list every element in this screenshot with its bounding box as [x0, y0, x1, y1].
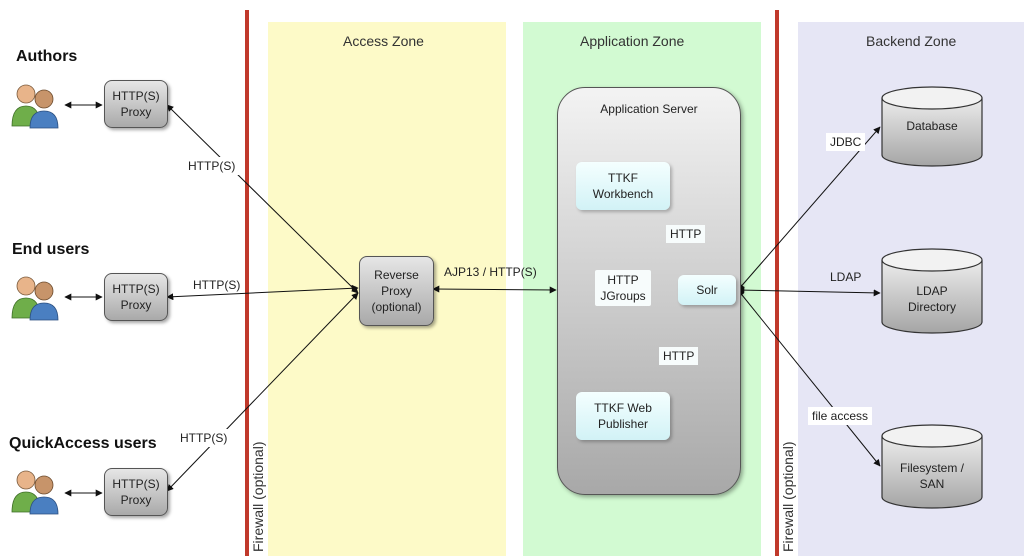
- solr-label: Solr: [696, 283, 718, 297]
- publisher-line1: TTKF Web: [594, 401, 652, 415]
- quickaccess-http-label: HTTP(S): [176, 429, 232, 447]
- solr: Solr: [678, 275, 736, 305]
- proxy-label-line1: HTTP(S): [112, 477, 160, 491]
- quickaccess-reverse-link: [166, 292, 359, 492]
- quickaccess-title: QuickAccess users: [9, 435, 157, 452]
- proxy-label-line1: HTTP(S): [112, 282, 160, 296]
- file-access-label: file access: [808, 407, 873, 425]
- end-users-proxy: HTTP(S) Proxy: [104, 273, 168, 321]
- filesystem-line1: Filesystem /: [899, 461, 964, 475]
- ldap-link: [737, 286, 881, 297]
- jgroups-line1: HTTP: [607, 273, 639, 287]
- authors-users-icon: [11, 84, 59, 129]
- backend-zone-title: Backend Zone: [866, 33, 957, 49]
- authors-title: Authors: [16, 48, 78, 65]
- proxy-label-line2: Proxy: [120, 105, 152, 119]
- workbench-line2: Workbench: [592, 187, 654, 201]
- jgroups-line2: JGroups: [600, 289, 646, 303]
- application-server-title: Application Server: [600, 102, 698, 116]
- reverse-proxy-line2: Proxy: [381, 284, 412, 298]
- access-zone-title: Access Zone: [343, 33, 424, 49]
- proxy-label-line2: Proxy: [120, 493, 152, 507]
- ldap-directory-label: LDAP Directory: [882, 283, 982, 315]
- file-link: [737, 289, 881, 467]
- filesystem-label: Filesystem / SAN: [882, 460, 982, 492]
- authors-http-label: HTTP(S): [184, 157, 240, 175]
- ldap-label: LDAP: [830, 270, 862, 284]
- quickaccess-users-icon: [11, 470, 59, 515]
- application-zone-title: Application Zone: [580, 33, 685, 49]
- ldap-line1: LDAP: [916, 284, 948, 298]
- publisher-line2: Publisher: [597, 417, 648, 431]
- reverse-proxy-line3: (optional): [371, 300, 422, 314]
- ldap-line2: Directory: [907, 300, 956, 314]
- jdbc-label: JDBC: [826, 133, 866, 151]
- end-users-title: End users: [12, 241, 90, 258]
- endusers-http-label: HTTP(S): [193, 278, 241, 292]
- proxy-label-line2: Proxy: [120, 298, 152, 312]
- http-top-label: HTTP: [666, 225, 706, 243]
- jdbc-link: [737, 126, 881, 291]
- quickaccess-proxy: HTTP(S) Proxy: [104, 468, 168, 516]
- jgroups-label: HTTP JGroups: [595, 270, 651, 306]
- filesystem-line2: SAN: [919, 477, 945, 491]
- database-label: Database: [906, 119, 958, 133]
- reverse-proxy-line1: Reverse: [374, 268, 419, 282]
- authors-reverse-link: [166, 104, 359, 294]
- proxy-label-line1: HTTP(S): [112, 89, 160, 103]
- workbench-line1: TTKF: [607, 171, 638, 185]
- authors-proxy: HTTP(S) Proxy: [104, 80, 168, 128]
- ajp-link: [432, 285, 557, 294]
- http-bottom-label: HTTP: [659, 347, 699, 365]
- ttkf-workbench: TTKF Workbench: [576, 162, 670, 210]
- ajp-label: AJP13 / HTTP(S): [444, 265, 537, 279]
- end-users-icon: [11, 276, 59, 321]
